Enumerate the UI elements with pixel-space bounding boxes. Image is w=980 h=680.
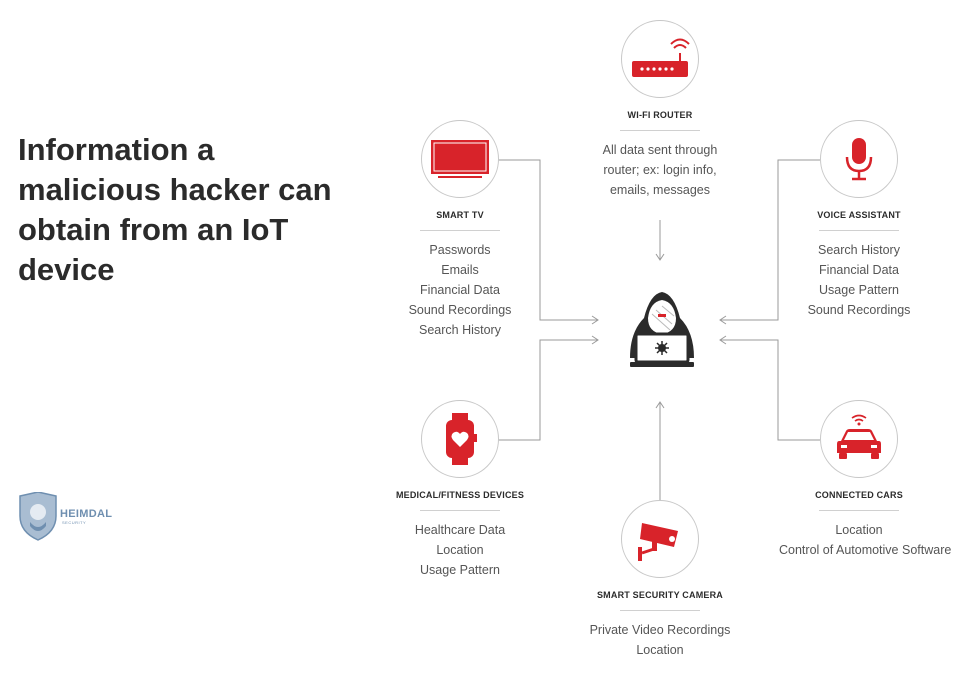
logo-sub: SECURITY <box>62 520 87 525</box>
info-list: Healthcare Data Location Usage Pattern <box>380 520 540 580</box>
info-item: Location <box>436 543 484 557</box>
device-title: SMART TV <box>436 210 484 220</box>
divider <box>620 130 700 131</box>
info-item: Location <box>636 643 684 657</box>
hooded-hacker-icon <box>630 292 694 367</box>
microphone-icon <box>820 120 898 198</box>
info-item: Passwords <box>429 243 491 257</box>
device-title: SMART SECURITY CAMERA <box>596 590 724 600</box>
info-item: Financial Data <box>420 283 500 297</box>
info-list: Passwords Emails Financial Data Sound Re… <box>380 240 540 340</box>
info-item: Control of Automotive Software <box>779 543 952 557</box>
device-connected-cars: CONNECTED CARS Location Control of Autom… <box>779 400 952 560</box>
info-item: All data sent through <box>602 143 718 157</box>
device-title: MEDICAL/FITNESS DEVICES <box>395 490 525 500</box>
divider <box>819 230 899 231</box>
connected-car-icon <box>820 400 898 478</box>
device-wifi-router: WI-FI ROUTER All data sent through route… <box>580 20 740 200</box>
info-item: Search History <box>818 243 900 257</box>
logo-name: HEIMDAL <box>60 508 113 520</box>
info-item: Emails <box>441 263 479 277</box>
info-item: Healthcare Data <box>414 523 506 537</box>
info-item: router; ex: login info, <box>603 163 717 177</box>
device-medical-fitness: MEDICAL/FITNESS DEVICES Healthcare Data … <box>380 400 540 580</box>
heimdal-logo <box>19 492 57 541</box>
info-item: Search History <box>419 323 501 337</box>
info-list: Search History Financial Data Usage Patt… <box>779 240 939 320</box>
device-smart-tv: SMART TV Passwords Emails Financial Data… <box>380 120 540 340</box>
info-item: Private Video Recordings <box>589 623 731 637</box>
security-camera-icon <box>621 500 699 578</box>
device-voice-assistant: VOICE ASSISTANT Search History Financial… <box>779 120 939 320</box>
headline: Information a malicious hacker can obtai… <box>18 132 332 287</box>
divider <box>819 510 899 511</box>
info-list: Location Control of Automotive Software <box>779 520 952 560</box>
device-security-camera: SMART SECURITY CAMERA Private Video Reco… <box>580 500 740 660</box>
info-item: Location <box>835 523 883 537</box>
wifi-router-icon <box>621 20 699 98</box>
divider <box>420 230 500 231</box>
info-item: Sound Recordings <box>807 303 911 317</box>
info-list: All data sent through router; ex: login … <box>580 140 740 200</box>
device-title: WI-FI ROUTER <box>627 110 693 120</box>
tv-icon <box>421 120 499 198</box>
smartwatch-heart-icon <box>421 400 499 478</box>
info-item: Financial Data <box>819 263 899 277</box>
info-item: Sound Recordings <box>408 303 512 317</box>
info-item: emails, messages <box>609 183 711 197</box>
info-list: Private Video Recordings Location <box>580 620 740 660</box>
divider <box>420 510 500 511</box>
info-item: Usage Pattern <box>819 283 899 297</box>
divider <box>620 610 700 611</box>
info-item: Usage Pattern <box>420 563 500 577</box>
device-title: VOICE ASSISTANT <box>817 210 901 220</box>
device-title: CONNECTED CARS <box>815 490 903 500</box>
